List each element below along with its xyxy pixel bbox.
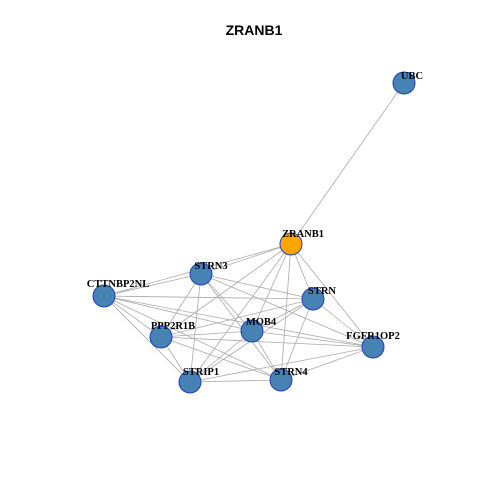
edge-zranb1-ppp2r1b: [160, 243, 292, 338]
node-strn4: [269, 368, 293, 392]
node-label-zranb1: ZRANB1: [282, 229, 324, 240]
edge-cttnbp2nl-fgfr1op2: [103, 295, 374, 348]
node-layer: [92, 71, 416, 394]
node-mob4: [240, 319, 264, 343]
node-strn: [301, 287, 325, 311]
node-label-ubc: UBC: [401, 71, 423, 82]
edge-cttnbp2nl-strn: [103, 295, 314, 300]
edge-strn3-cttnbp2nl: [103, 273, 202, 297]
edge-ppp2r1b-fgfr1op2: [160, 336, 374, 348]
node-label-strn3: STRN3: [194, 261, 227, 272]
edge-mob4-fgfr1op2: [251, 330, 374, 348]
edge-strn3-strn: [200, 273, 314, 300]
edge-strn-ppp2r1b: [160, 298, 314, 338]
edge-zranb1-strip1: [189, 243, 292, 383]
node-label-strn: STRN: [308, 286, 336, 297]
edge-strip1-strn4: [189, 379, 282, 383]
node-label-cttnbp2nl: CTTNBP2NL: [87, 279, 149, 290]
edge-zranb1-fgfr1op2: [290, 243, 374, 348]
node-label-fgfr1op2: FGFR1OP2: [346, 331, 400, 342]
edge-zranb1-strn3: [200, 243, 292, 275]
edge-strn-fgfr1op2: [312, 298, 374, 348]
edge-fgfr1op2-strip1: [189, 346, 374, 383]
edge-mob4-strip1: [189, 330, 253, 383]
node-label-ppp2r1b: PPP2R1B: [151, 321, 195, 332]
edge-zranb1-mob4: [251, 243, 292, 332]
edge-ppp2r1b-strn4: [160, 336, 282, 381]
node-strip1: [178, 370, 202, 394]
edge-strn3-fgfr1op2: [200, 273, 374, 348]
node-label-strip1: STRIP1: [183, 367, 219, 378]
edge-strn-strn4: [280, 298, 314, 381]
node-zranb1: [279, 232, 303, 256]
edge-fgfr1op2-strn4: [280, 346, 374, 381]
node-ubc: [392, 71, 416, 95]
node-label-strn4: STRN4: [274, 367, 308, 378]
node-label-mob4: MOB4: [246, 317, 277, 328]
edge-strn3-mob4: [200, 273, 253, 332]
node-strn3: [189, 262, 213, 286]
edge-cttnbp2nl-mob4: [103, 295, 253, 332]
node-cttnbp2nl: [92, 284, 116, 308]
node-ppp2r1b: [149, 325, 173, 349]
edge-zranb1-strn4: [280, 243, 292, 381]
edge-ppp2r1b-mob4: [160, 330, 253, 338]
edge-cttnbp2nl-ppp2r1b: [103, 295, 162, 338]
edge-layer: [103, 82, 405, 383]
diagram-title: ZRANB1: [226, 22, 283, 38]
edge-strn3-strn4: [200, 273, 282, 381]
edge-cttnbp2nl-strn4: [103, 295, 282, 381]
edge-cttnbp2nl-strip1: [103, 295, 191, 383]
edge-ubc-zranb1: [290, 82, 405, 245]
node-fgfr1op2: [361, 335, 385, 359]
